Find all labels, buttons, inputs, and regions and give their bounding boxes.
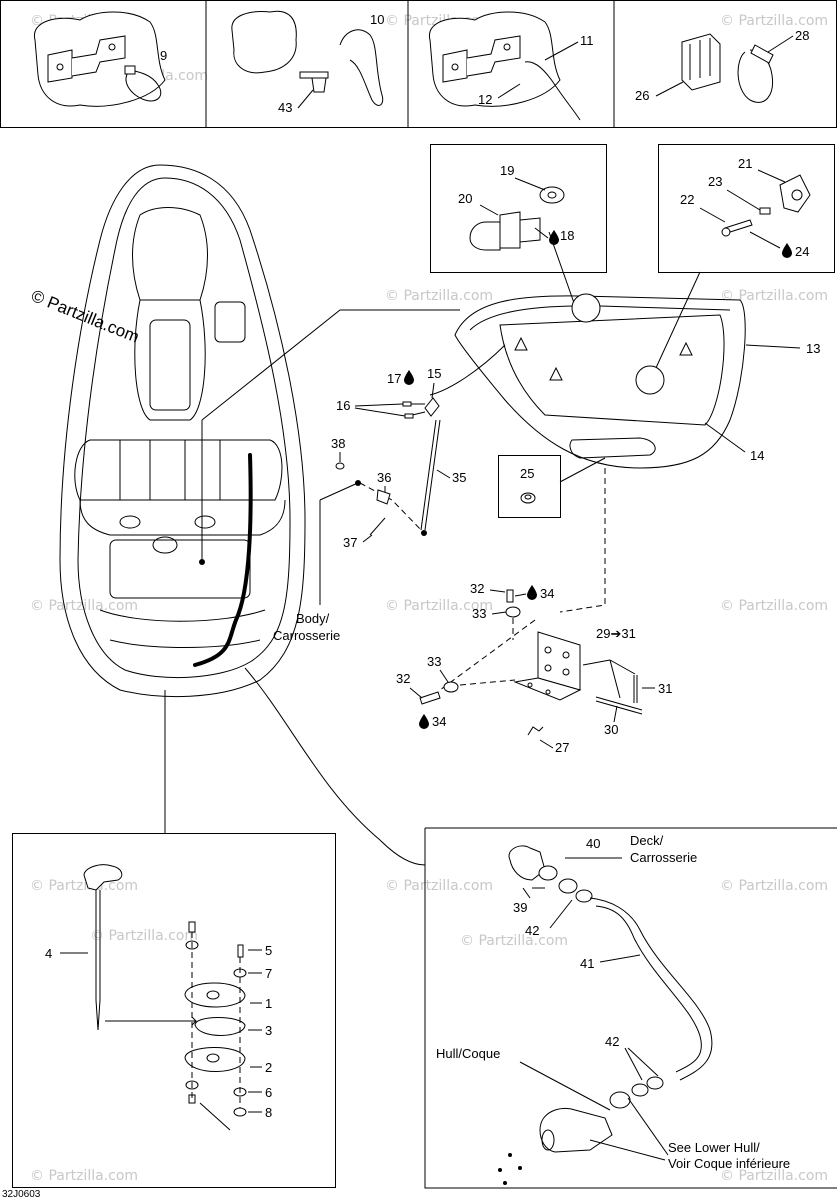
callout-36: 36 — [377, 470, 391, 485]
callout-11: 11 — [580, 33, 594, 48]
see-lower-hull-fr: Voir Coque inférieure — [668, 1156, 790, 1171]
watermark: © Partzilla.com — [720, 878, 828, 894]
callout-34a: 34 — [540, 586, 554, 601]
callout-5: 5 — [265, 943, 272, 958]
callout-24: 24 — [795, 244, 809, 259]
watermark: © Partzilla.com — [460, 933, 568, 949]
callout-14: 14 — [750, 448, 764, 463]
drop-icon — [527, 585, 537, 600]
panel-cable-tie-bracket — [34, 11, 166, 107]
inset-dipstick — [12, 833, 336, 1188]
callout-21: 21 — [738, 156, 752, 171]
leader-to-drain — [244, 667, 426, 866]
body-label-fr: Carrosserie — [273, 628, 340, 643]
callout-17: 17 — [387, 371, 401, 386]
callout-31: 31 — [658, 681, 672, 696]
watermark: © Partzilla.com — [720, 1168, 828, 1184]
see-lower-hull-en: See Lower Hull/ — [668, 1140, 760, 1155]
drop-icon — [782, 243, 792, 258]
deck-label-fr: Carrosserie — [630, 850, 697, 865]
watermark-group: © Partzilla.com © Partzilla.com © Partzi… — [30, 13, 828, 1184]
callout-33b: 33 — [427, 654, 441, 669]
callout-38: 38 — [331, 436, 345, 451]
deck-label-en: Deck/ — [630, 833, 664, 848]
watermark: © Partzilla.com — [30, 598, 138, 614]
callout-42b: 42 — [605, 1034, 619, 1049]
callout-8: 8 — [265, 1105, 272, 1120]
callout-25: 25 — [520, 466, 534, 481]
callout-34b: 34 — [432, 714, 446, 729]
watermark: © Partzilla.com — [385, 878, 493, 894]
inset-plug — [430, 144, 607, 321]
strut-parts — [335, 397, 441, 536]
callout-29-31: 29➔31 — [596, 626, 636, 641]
callout-12: 12 — [478, 92, 492, 107]
watermark: © Partzilla.com — [720, 288, 828, 304]
callout-40: 40 — [586, 836, 600, 851]
callout-16: 16 — [336, 398, 350, 413]
watermark: © Partzilla.com — [720, 13, 828, 29]
inset-cover — [654, 144, 835, 371]
callout-43: 43 — [278, 100, 292, 115]
watermark: © Partzilla.com — [385, 288, 493, 304]
callout-37: 37 — [343, 535, 357, 550]
watermark-main: © Partzilla.com — [29, 286, 142, 347]
callout-32a: 32 — [470, 581, 484, 596]
watermark: © Partzilla.com — [720, 598, 828, 614]
callout-22: 22 — [680, 192, 694, 207]
callout-2: 2 — [265, 1060, 272, 1075]
watermark: © Partzilla.com — [385, 598, 493, 614]
callout-41: 41 — [580, 956, 594, 971]
callout-27: 27 — [555, 740, 569, 755]
callout-30: 30 — [604, 722, 618, 737]
panel-connector-tie — [681, 33, 774, 103]
callout-28: 28 — [795, 28, 809, 43]
callout-13: 13 — [806, 341, 820, 356]
callout-39: 39 — [513, 900, 527, 915]
hinge-bracket — [419, 589, 655, 736]
callout-42a: 42 — [525, 923, 539, 938]
drop-icon — [549, 230, 559, 245]
callout-labels: 9 10 43 11 12 28 26 19 20 18 21 23 22 24… — [2, 12, 820, 1200]
panel-cable-tie-bracket-2 — [429, 11, 581, 121]
watermark: © Partzilla.com — [30, 878, 138, 894]
leader-lines — [201, 309, 801, 691]
callout-9: 9 — [160, 48, 167, 63]
callout-19: 19 — [500, 163, 514, 178]
watermark: © Partzilla.com — [30, 1168, 138, 1184]
callout-20: 20 — [458, 191, 472, 206]
callout-6: 6 — [265, 1085, 272, 1100]
callout-33a: 33 — [472, 606, 486, 621]
inset-drain — [424, 827, 837, 1189]
callout-15: 15 — [427, 366, 441, 381]
callout-23: 23 — [708, 174, 722, 189]
inset-grommet — [498, 455, 561, 518]
watermark: © Partzilla.com — [90, 928, 198, 944]
callout-32b: 32 — [396, 671, 410, 686]
callout-7: 7 — [265, 966, 272, 981]
hull-label: Hull/Coque — [436, 1046, 500, 1061]
watercraft-body — [59, 164, 306, 698]
storage-lid — [454, 293, 746, 469]
callout-35: 35 — [452, 470, 466, 485]
callout-18: 18 — [560, 228, 574, 243]
drop-icon — [419, 714, 429, 729]
panel-fastener — [231, 10, 384, 106]
callout-3: 3 — [265, 1023, 272, 1038]
callout-10: 10 — [370, 12, 384, 27]
callout-4: 4 — [45, 946, 52, 961]
diagram-code: 32J0603 — [2, 1189, 41, 1200]
callout-1: 1 — [265, 996, 272, 1011]
drop-icon — [404, 370, 414, 385]
callout-26: 26 — [635, 88, 649, 103]
body-label-en: Body/ — [296, 611, 330, 626]
